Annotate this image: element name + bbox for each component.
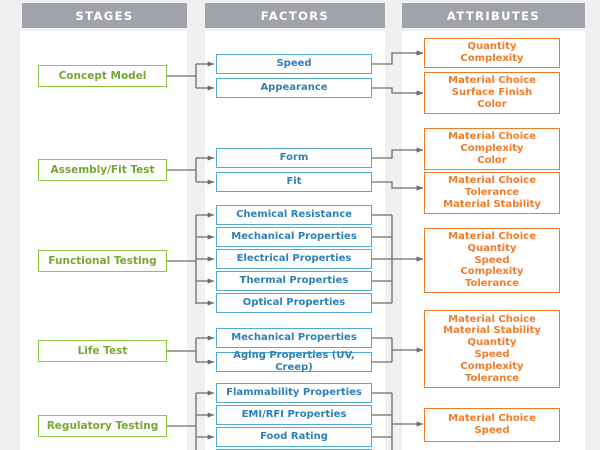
- stage-node-functional-testing[interactable]: Functional Testing: [38, 250, 167, 272]
- factor-label: Fit: [286, 176, 302, 188]
- factor-node-optical-properties[interactable]: Optical Properties: [216, 293, 372, 313]
- attribute-label: Quantity Complexity: [460, 41, 524, 64]
- factor-node-flammability-properties[interactable]: Flammability Properties: [216, 383, 372, 403]
- factor-node-mechanical-properties-2[interactable]: Mechanical Properties: [216, 328, 372, 348]
- column-header-attributes: ATTRIBUTES: [402, 3, 585, 28]
- factor-label: Form: [279, 152, 309, 164]
- factor-label: Chemical Resistance: [236, 209, 352, 221]
- factor-node-thermal-properties[interactable]: Thermal Properties: [216, 271, 372, 291]
- attribute-node-appearance[interactable]: Material Choice Surface Finish Color: [424, 72, 560, 114]
- factor-label: Aging Properties (UV, Creep): [233, 350, 355, 373]
- attribute-label: Material Choice Complexity Color: [448, 131, 536, 166]
- stage-node-life-test[interactable]: Life Test: [38, 340, 167, 362]
- factor-node-aging-properties[interactable]: Aging Properties (UV, Creep): [216, 350, 372, 373]
- attribute-label: Material Choice Tolerance Material Stabi…: [443, 175, 541, 210]
- factor-node-mechanical-properties-1[interactable]: Mechanical Properties: [216, 227, 372, 247]
- column-header-stages: STAGES: [22, 3, 187, 28]
- attribute-label: Material Choice Speed: [448, 413, 536, 436]
- stage-label: Concept Model: [58, 69, 147, 82]
- factor-node-fit[interactable]: Fit: [216, 172, 372, 192]
- stage-label: Regulatory Testing: [46, 419, 159, 432]
- attribute-node-regulatory[interactable]: Material Choice Speed: [424, 408, 560, 442]
- stage-label: Functional Testing: [48, 254, 157, 267]
- attribute-node-speed[interactable]: Quantity Complexity: [424, 38, 560, 68]
- factor-label: Mechanical Properties: [231, 332, 357, 344]
- factor-label: Mechanical Properties: [231, 231, 357, 243]
- stage-label: Assembly/Fit Test: [50, 163, 155, 176]
- stage-node-assembly-fit-test[interactable]: Assembly/Fit Test: [38, 159, 167, 181]
- factor-node-emi-rfi-properties[interactable]: EMI/RFI Properties: [216, 405, 372, 425]
- factor-node-appearance[interactable]: Appearance: [216, 78, 372, 98]
- factor-label: Speed: [276, 58, 312, 70]
- attribute-label: Material Choice Quantity Speed Complexit…: [448, 231, 536, 290]
- stage-node-regulatory-testing[interactable]: Regulatory Testing: [38, 415, 167, 437]
- factor-node-chemical-resistance[interactable]: Chemical Resistance: [216, 205, 372, 225]
- attribute-node-life[interactable]: Material Choice Material Stability Quant…: [424, 310, 560, 388]
- factor-node-speed[interactable]: Speed: [216, 54, 372, 74]
- stage-label: Life Test: [77, 344, 128, 357]
- factor-label: Food Rating: [260, 431, 328, 443]
- factor-label: Flammability Properties: [226, 387, 362, 399]
- attribute-node-functional[interactable]: Material Choice Quantity Speed Complexit…: [424, 228, 560, 293]
- attribute-label: Material Choice Surface Finish Color: [448, 75, 536, 110]
- column-header-factors: FACTORS: [205, 3, 385, 28]
- factor-label: Thermal Properties: [239, 275, 349, 287]
- stages-column-panel: [20, 31, 187, 450]
- factor-label: Appearance: [260, 82, 328, 94]
- factor-node-electrical-properties[interactable]: Electrical Properties: [216, 249, 372, 269]
- factor-label: Electrical Properties: [236, 253, 352, 265]
- attribute-node-fit[interactable]: Material Choice Tolerance Material Stabi…: [424, 172, 560, 214]
- factor-node-form[interactable]: Form: [216, 148, 372, 168]
- attribute-node-form[interactable]: Material Choice Complexity Color: [424, 128, 560, 170]
- stage-node-concept-model[interactable]: Concept Model: [38, 65, 167, 87]
- factor-label: Optical Properties: [242, 297, 346, 309]
- attribute-label: Material Choice Material Stability Quant…: [443, 313, 541, 384]
- factor-node-food-rating[interactable]: Food Rating: [216, 427, 372, 447]
- factor-label: EMI/RFI Properties: [241, 409, 347, 421]
